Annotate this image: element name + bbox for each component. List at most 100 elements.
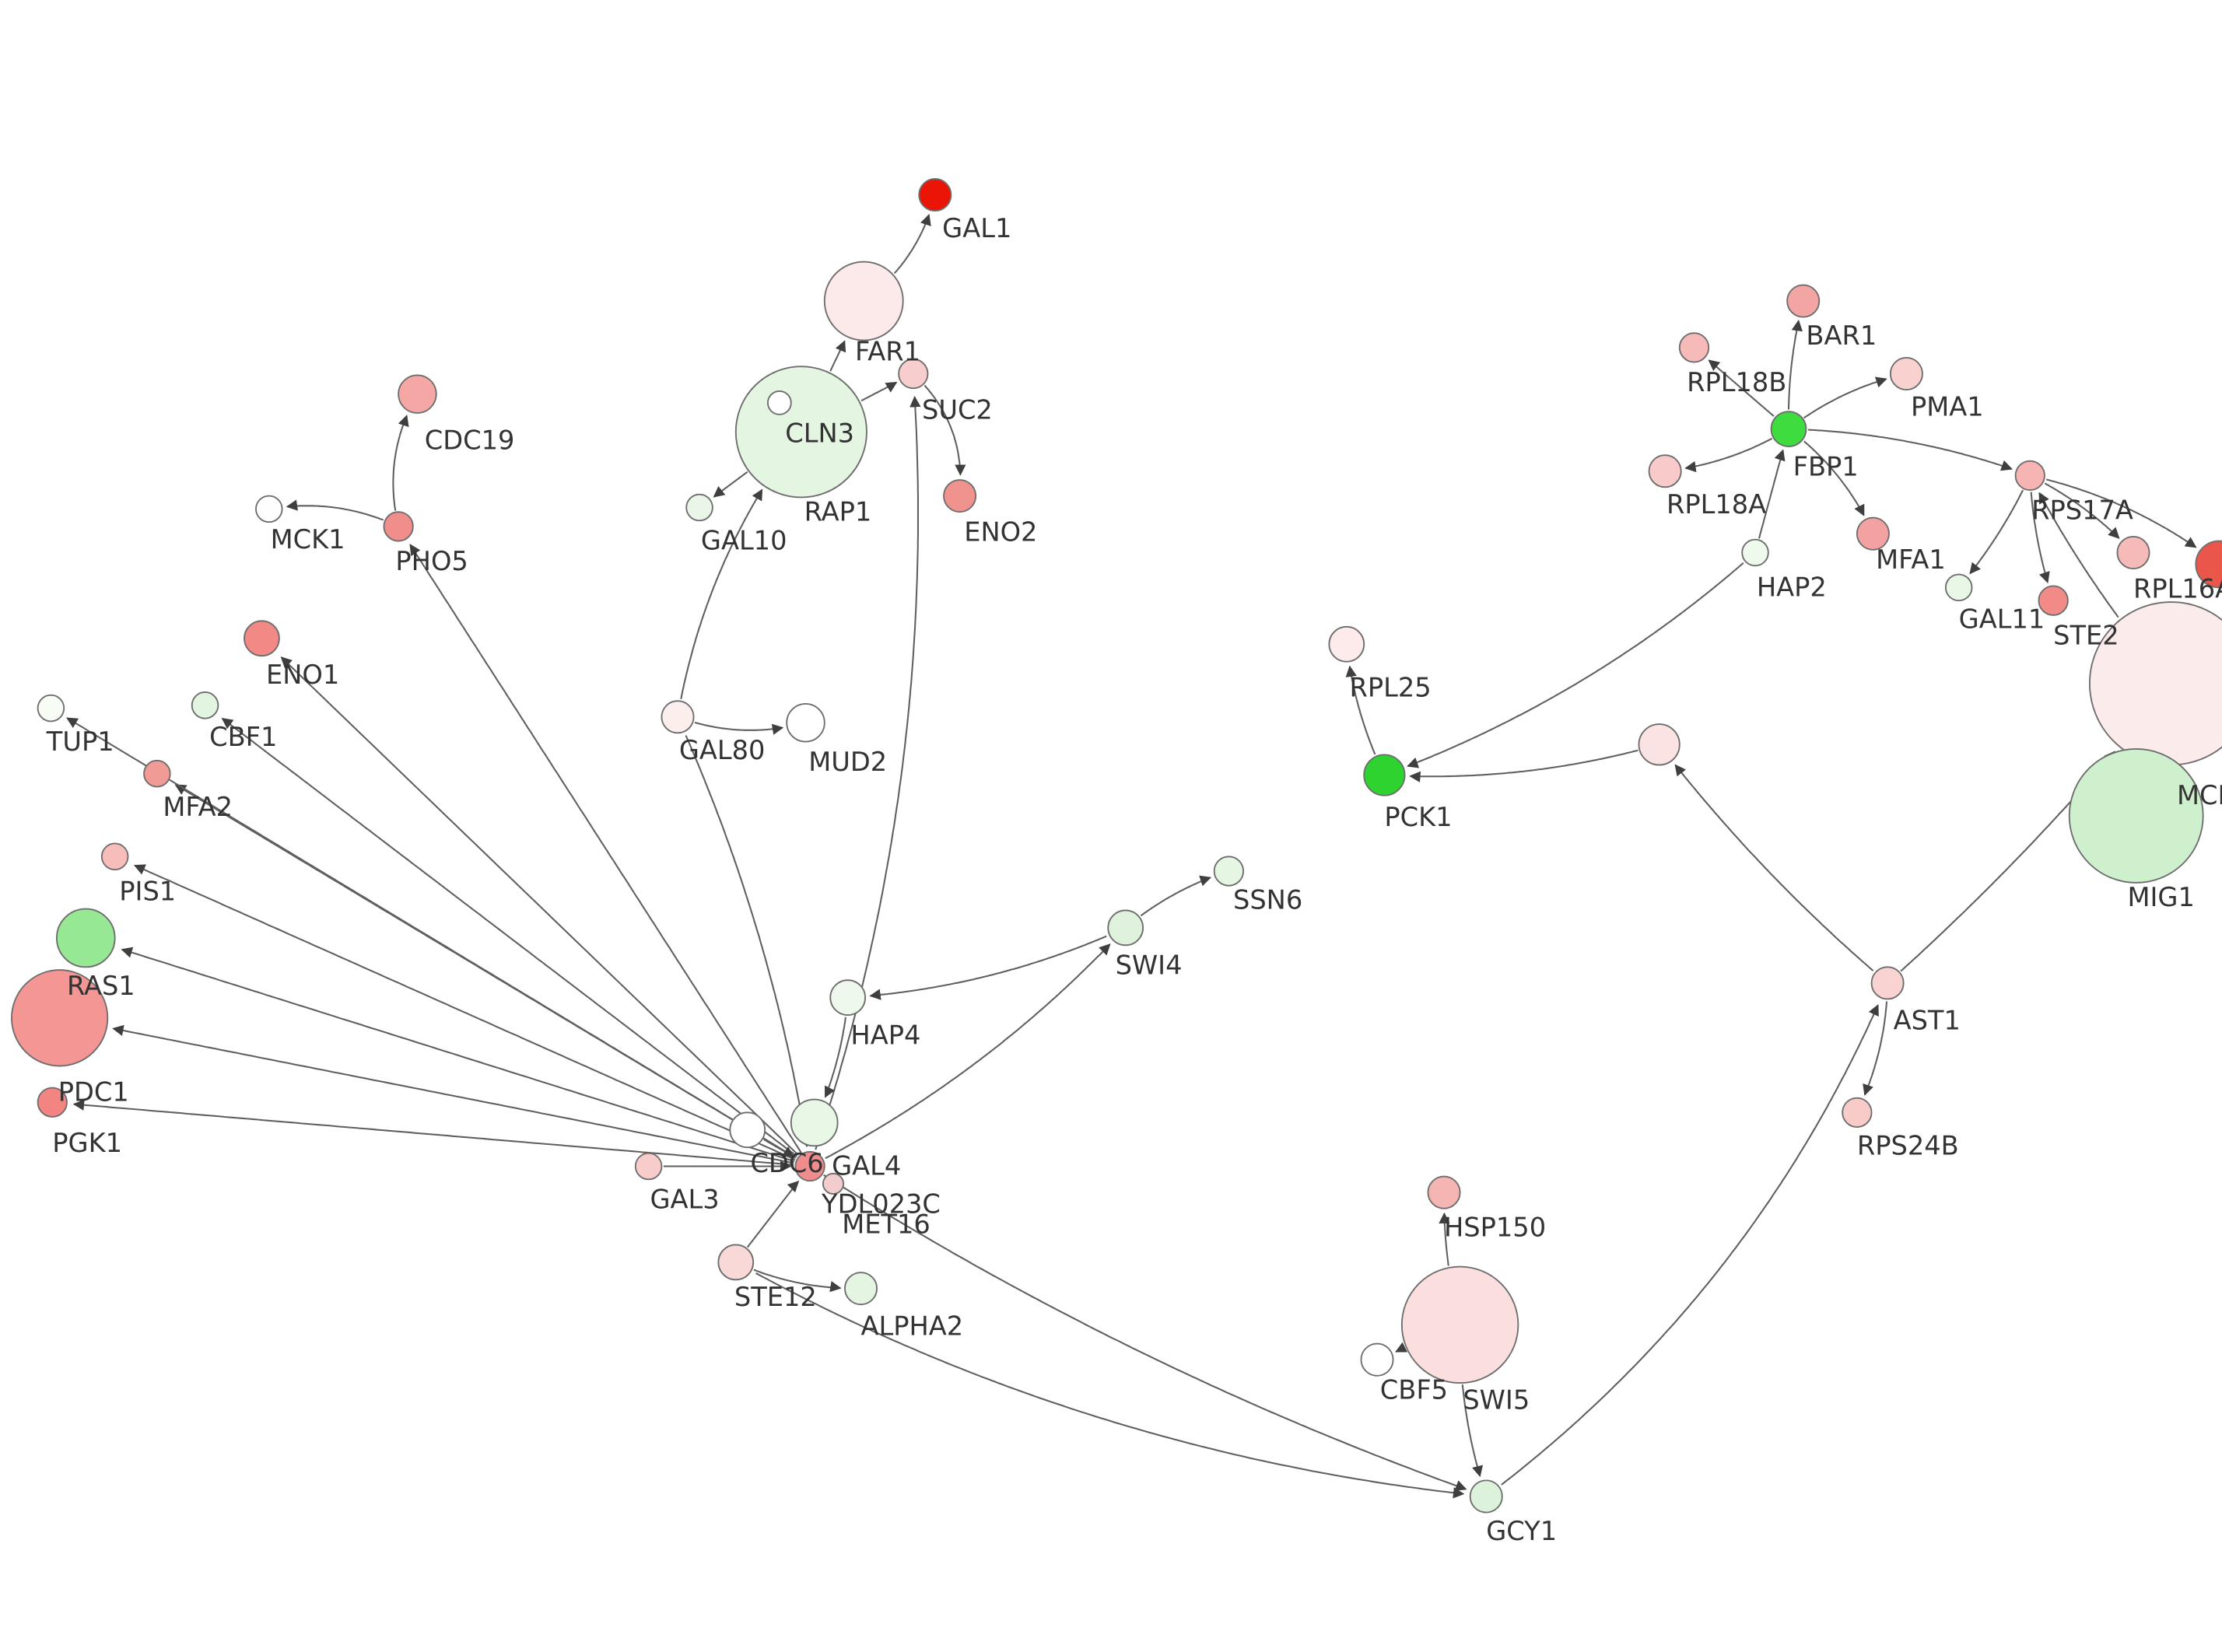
edge-ast1-rps24b[interactable]: [1863, 1001, 1888, 1096]
node-tup1[interactable]: [37, 694, 65, 723]
edge-suc2-eno2[interactable]: [923, 384, 966, 476]
node-suc2[interactable]: [898, 358, 929, 390]
node-rpl18a[interactable]: [1648, 454, 1682, 488]
node-gcy1[interactable]: [1469, 1479, 1503, 1514]
node-rpl18b[interactable]: [1678, 332, 1710, 363]
node-ssn6[interactable]: [1213, 856, 1245, 887]
node-mfa2[interactable]: [143, 759, 171, 788]
node-mck1[interactable]: [255, 495, 283, 523]
edge-cdc6-gal4[interactable]: [763, 1139, 794, 1158]
node-unlabeled[interactable]: [1638, 723, 1681, 766]
node-mfa1[interactable]: [1856, 516, 1890, 551]
edge-ste12-gcy1[interactable]: [755, 1272, 1465, 1499]
edge-swi4-hap4[interactable]: [869, 935, 1107, 1000]
node-gal80[interactable]: [661, 700, 695, 734]
node-cdc19[interactable]: [398, 374, 437, 414]
edge-swi5-cbf5[interactable]: [1395, 1342, 1408, 1353]
node-gal4[interactable]: [794, 1150, 825, 1182]
node-pgk1[interactable]: [37, 1087, 68, 1118]
edge-gal4-suc2[interactable]: [815, 395, 921, 1150]
node-pdc1[interactable]: [11, 969, 109, 1067]
edge-fbp1-pma1[interactable]: [1803, 376, 1887, 419]
node-hap4[interactable]: [829, 979, 867, 1016]
edge-rps17a-gal11[interactable]: [1969, 489, 2024, 575]
edge-gal4-swi4[interactable]: [825, 943, 1111, 1160]
node-ste2[interactable]: [2038, 585, 2069, 616]
edge-gal4-pho5[interactable]: [409, 544, 802, 1153]
node-mud2[interactable]: [786, 703, 825, 743]
edge-ste12-gal4[interactable]: [746, 1180, 800, 1248]
node-hsp150[interactable]: [1427, 1175, 1461, 1209]
edge-hap2-fbp1[interactable]: [1758, 449, 1786, 539]
edge-hap4-ydl023c[interactable]: [824, 1017, 846, 1098]
edge-hap2-pck1[interactable]: [1407, 562, 1744, 768]
node-met16[interactable]: [822, 1172, 845, 1195]
node-gal1[interactable]: [918, 178, 952, 212]
edge-rap1-gal10[interactable]: [713, 471, 748, 498]
node-pis1[interactable]: [100, 842, 129, 871]
node-gal11[interactable]: [1944, 573, 1973, 602]
edge-gal80-rap1[interactable]: [680, 488, 763, 699]
edge-rps17a-rpl16a[interactable]: [2044, 482, 2120, 539]
edge-ast1-unlabeled1[interactable]: [1674, 764, 1874, 971]
node-fbp1[interactable]: [1770, 411, 1807, 447]
node-ydl023c[interactable]: [790, 1098, 839, 1147]
edge-far1-gal1[interactable]: [893, 213, 931, 274]
edge-fbp1-rpl18a[interactable]: [1684, 437, 1773, 473]
edge-mcm1-rps17a[interactable]: [2038, 492, 2119, 618]
edge-fbp1-bar1[interactable]: [1787, 320, 1803, 410]
node-bar1[interactable]: [1786, 284, 1821, 318]
edge-pho5-mck1[interactable]: [286, 499, 384, 521]
edge-gal4-gcy1[interactable]: [823, 1174, 1467, 1491]
edge-gal80-mud2[interactable]: [694, 721, 784, 735]
edge-gal4-pdc1[interactable]: [112, 1024, 794, 1164]
edge-gal4-pgk1[interactable]: [72, 1099, 794, 1166]
edge-pho5-cdc19[interactable]: [392, 415, 409, 511]
edge-rps17a-his4[interactable]: [2045, 478, 2197, 548]
node-cln3[interactable]: [766, 390, 792, 415]
node-gal10[interactable]: [685, 493, 713, 522]
node-rpl25[interactable]: [1328, 625, 1365, 663]
edge-fbp1-rpl18b[interactable]: [1708, 359, 1775, 417]
edge-rap1-far1[interactable]: [829, 340, 846, 372]
node-alpha2[interactable]: [844, 1272, 878, 1306]
edge-rps17a-ste2[interactable]: [2030, 492, 2050, 584]
edge-gal4-ras1[interactable]: [121, 947, 795, 1163]
edge-gal4-eno1[interactable]: [280, 656, 799, 1156]
node-pho5[interactable]: [383, 511, 414, 542]
edge-gal4-tup1[interactable]: [66, 717, 794, 1157]
edge-pck1-rpl25[interactable]: [1345, 665, 1376, 755]
node-cbf5[interactable]: [1360, 1342, 1394, 1377]
edge-gal4-cbf1[interactable]: [221, 717, 798, 1157]
node-eno1[interactable]: [244, 620, 280, 657]
edge-gcy1-ast1[interactable]: [1501, 1004, 1879, 1486]
edge-unlabeled1-pck1[interactable]: [1409, 749, 1638, 782]
node-far1[interactable]: [823, 261, 904, 341]
edge-rap1-suc2[interactable]: [860, 381, 898, 402]
edge-swi4-ssn6[interactable]: [1140, 875, 1212, 917]
node-pck1[interactable]: [1363, 754, 1406, 796]
edge-fbp1-rps17a[interactable]: [1807, 429, 2013, 471]
node-cdc6[interactable]: [729, 1111, 766, 1149]
node-ast1[interactable]: [1870, 966, 1905, 1000]
edge-fbp1-mfa1[interactable]: [1803, 440, 1865, 516]
edge-gal4-pis1[interactable]: [133, 864, 796, 1160]
node-rpl16a[interactable]: [2116, 535, 2150, 569]
edge-gal80-gal4[interactable]: [685, 735, 811, 1148]
node-mig1[interactable]: [2068, 747, 2204, 884]
node-swi4[interactable]: [1107, 909, 1144, 947]
node-eno2[interactable]: [943, 479, 977, 513]
node-hap2[interactable]: [1741, 538, 1769, 567]
node-ste12[interactable]: [717, 1244, 755, 1281]
node-gal3[interactable]: [634, 1152, 663, 1181]
edge-swi5-hsp150[interactable]: [1439, 1212, 1450, 1266]
edge-swi5-gcy1[interactable]: [1461, 1384, 1484, 1478]
node-ras1[interactable]: [55, 908, 116, 968]
edge-ste12-alpha2[interactable]: [753, 1269, 842, 1293]
node-rps17a[interactable]: [2014, 460, 2045, 492]
node-cbf1[interactable]: [191, 691, 219, 719]
node-his4[interactable]: [2195, 540, 2222, 589]
node-rps24b[interactable]: [1842, 1097, 1873, 1128]
node-swi5[interactable]: [1400, 1265, 1519, 1384]
node-pma1[interactable]: [1889, 357, 1923, 391]
